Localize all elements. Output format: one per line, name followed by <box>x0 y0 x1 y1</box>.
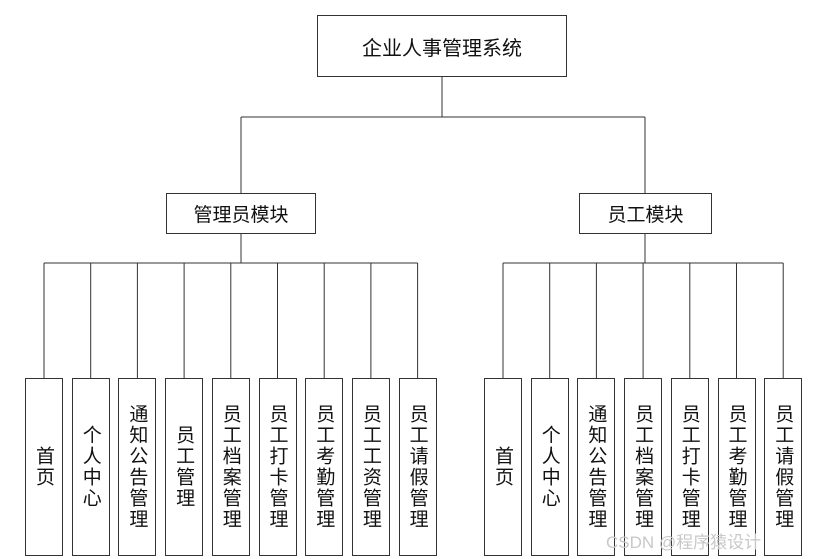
leaf-label: 首页 <box>492 446 514 488</box>
leaf-node: 员工打卡管理 <box>258 378 297 556</box>
leaf-node: 首页 <box>484 378 522 556</box>
leaf-node: 员工管理 <box>165 378 204 556</box>
leaf-node: 员工请假管理 <box>764 378 803 556</box>
employee-module-label: 员工模块 <box>607 204 684 226</box>
leaf-label: 员工打卡管理 <box>266 404 289 530</box>
leaf-label: 通知公告管理 <box>126 404 149 530</box>
leaf-label: 员工档案管理 <box>632 404 655 530</box>
root-label: 企业人事管理系统 <box>362 35 522 60</box>
admin-module-label: 管理员模块 <box>193 204 289 226</box>
leaf-label: 员工打卡管理 <box>678 404 701 530</box>
leaf-label: 个人中心 <box>538 425 561 509</box>
leaf-label: 员工档案管理 <box>219 404 242 530</box>
leaf-label: 员工请假管理 <box>406 404 429 530</box>
leaf-label: 员工考勤管理 <box>725 404 748 530</box>
leaf-label: 员工请假管理 <box>772 404 795 530</box>
leaf-node: 员工请假管理 <box>398 378 437 556</box>
leaf-node: 员工考勤管理 <box>717 378 756 556</box>
leaf-label: 通知公告管理 <box>585 404 608 530</box>
leaf-label: 个人中心 <box>79 425 102 509</box>
leaf-label: 首页 <box>33 446 55 488</box>
leaf-node: 员工考勤管理 <box>305 378 344 556</box>
leaf-node: 个人中心 <box>71 378 110 556</box>
root-node: 企业人事管理系统 <box>317 15 567 77</box>
leaf-node: 员工工资管理 <box>351 378 390 556</box>
admin-module-node: 管理员模块 <box>166 193 316 234</box>
leaf-node: 个人中心 <box>530 378 569 556</box>
leaf-node: 员工档案管理 <box>211 378 250 556</box>
leaf-node: 首页 <box>25 378 63 556</box>
leaf-node: 员工档案管理 <box>624 378 663 556</box>
leaf-label: 员工考勤管理 <box>313 404 336 530</box>
watermark: CSDN @程序猿设计 <box>606 533 762 552</box>
leaf-node: 通知公告管理 <box>118 378 157 556</box>
leaf-node: 员工打卡管理 <box>670 378 709 556</box>
leaf-label: 员工管理 <box>173 425 196 509</box>
employee-module-node: 员工模块 <box>579 193 712 234</box>
leaf-label: 员工工资管理 <box>359 404 382 530</box>
leaf-node: 通知公告管理 <box>577 378 616 556</box>
